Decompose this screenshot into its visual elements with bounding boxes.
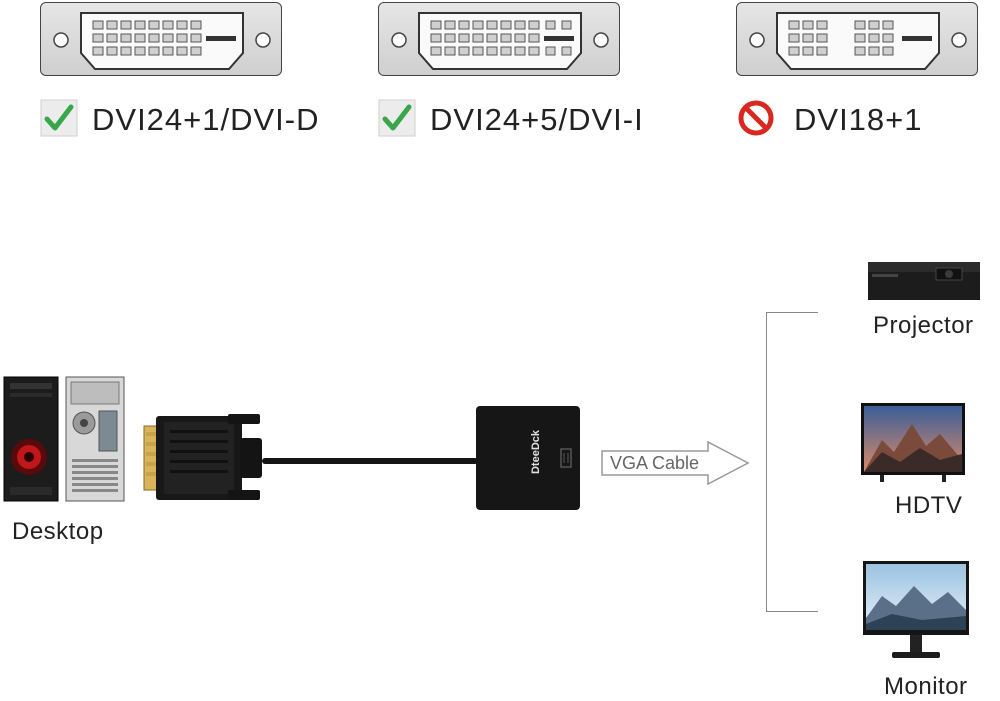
dvi-plug-image	[140, 410, 264, 510]
adapter-box: DteeDck	[476, 406, 580, 510]
connector-label: DVI18+1	[794, 102, 923, 138]
output-bracket	[766, 312, 818, 612]
port-icon	[560, 448, 572, 468]
monitor-image	[862, 560, 970, 664]
vga-cable-arrow: VGA Cable	[600, 440, 752, 486]
dvi-24-1-connector	[40, 2, 282, 76]
connector-label: DVI24+5/DVI-I	[430, 102, 644, 138]
connector-label: DVI24+1/DVI-D	[92, 102, 320, 138]
check-icon	[40, 99, 78, 142]
projector-label: Projector	[873, 312, 974, 340]
cable	[262, 458, 478, 464]
dvi-18-1-connector	[736, 2, 978, 76]
desktop-pc-image	[2, 375, 126, 503]
vga-cable-label: VGA Cable	[610, 453, 699, 474]
hdtv-label: HDTV	[895, 492, 962, 520]
dvi-24-5-connector	[378, 2, 620, 76]
hdtv-image	[860, 402, 966, 484]
compat-row-dvi-18-1: DVI18+1	[736, 98, 923, 142]
projector-image	[866, 258, 982, 302]
monitor-label: Monitor	[884, 673, 968, 701]
desktop-label: Desktop	[12, 518, 104, 546]
compat-row-dvi-d: DVI24+1/DVI-D	[40, 98, 320, 142]
compat-row-dvi-i: DVI24+5/DVI-I	[378, 98, 644, 142]
prohibited-icon	[736, 98, 776, 143]
check-icon	[378, 99, 416, 142]
adapter-brand: DteeDck	[530, 430, 542, 474]
